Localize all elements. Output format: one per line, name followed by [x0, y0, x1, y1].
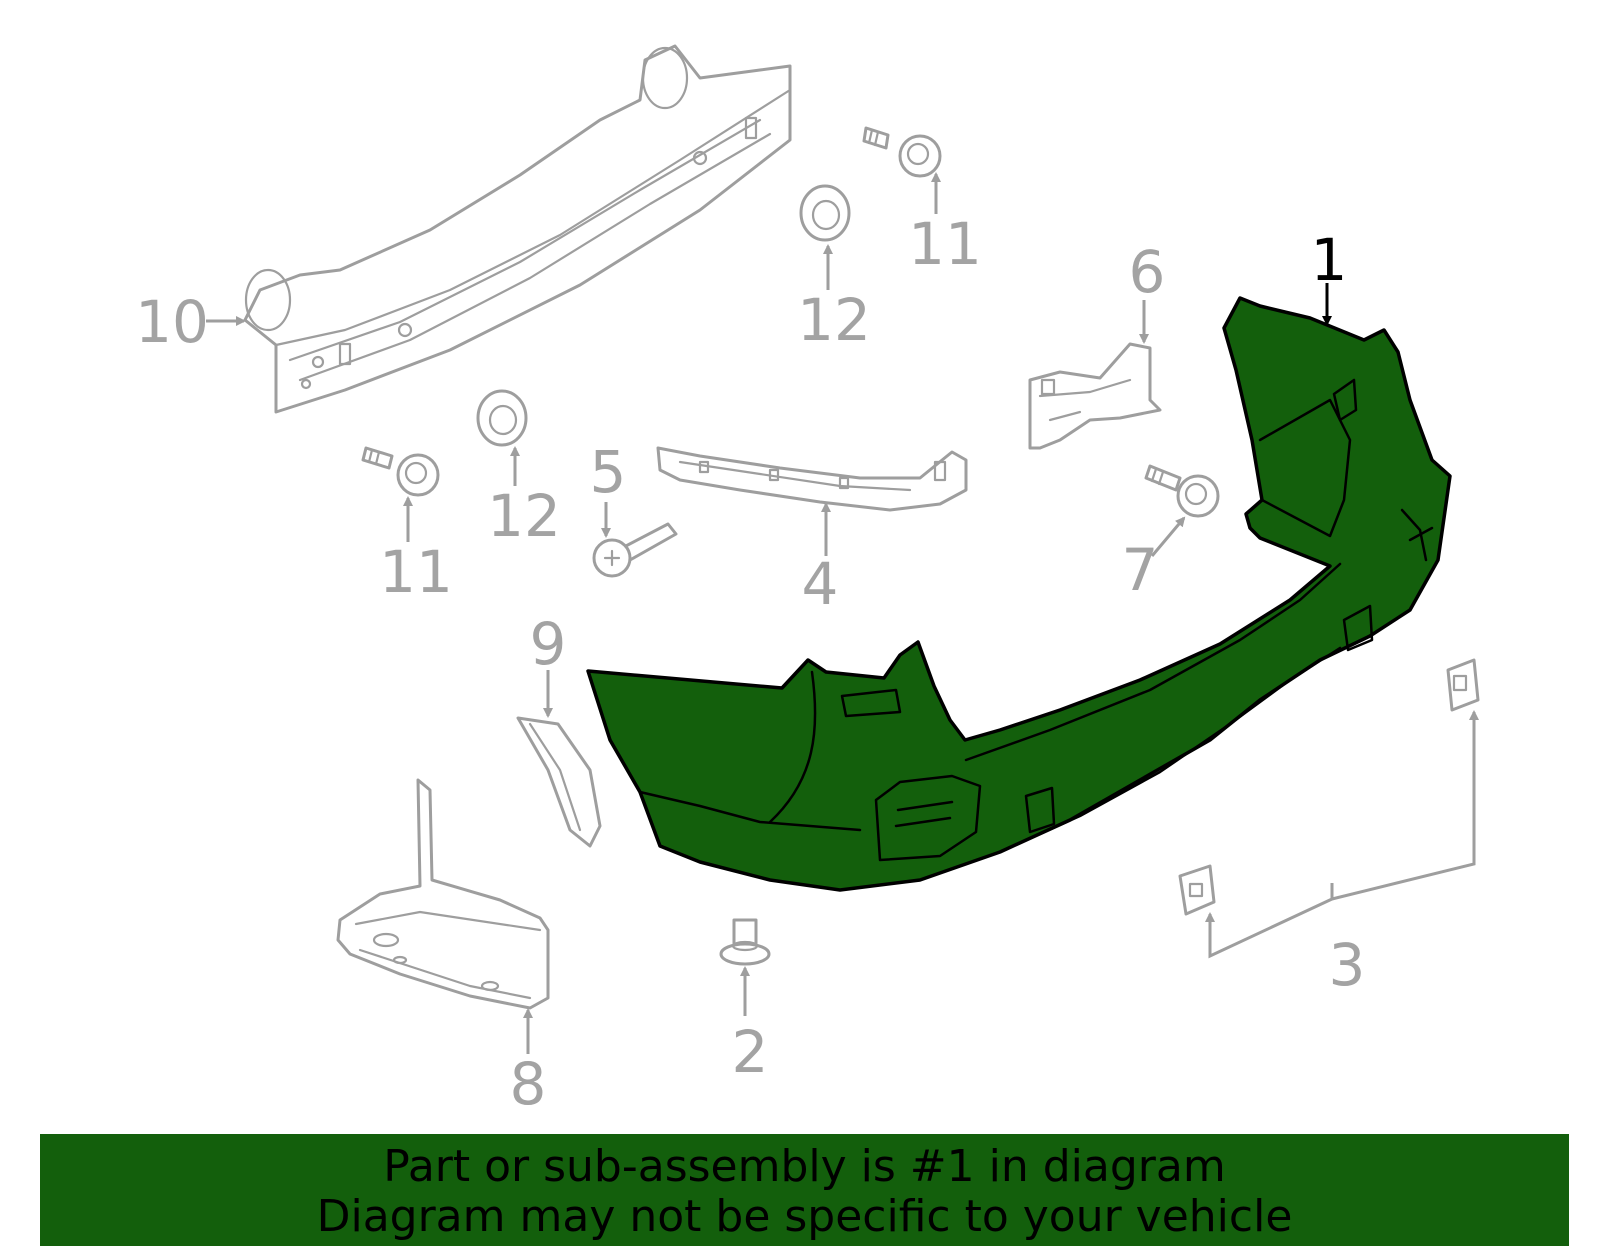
callout-10: 10 [135, 288, 209, 356]
callout-4: 4 [802, 550, 839, 618]
nut-middle [476, 389, 528, 447]
callout-8: 8 [510, 1050, 547, 1118]
sensor-brackets [1178, 658, 1480, 916]
callout-6: 6 [1129, 238, 1166, 306]
push-pin-fastener [592, 522, 678, 578]
retainer-clip [719, 918, 771, 966]
callout-7: 7 [1122, 536, 1159, 604]
callout-12-middle: 12 [487, 482, 561, 550]
reinforcement-beam [243, 44, 792, 414]
callout-9: 9 [530, 610, 567, 678]
leader-lines [206, 172, 1479, 1054]
side-bracket [656, 446, 968, 512]
bumper-cover [586, 296, 1452, 892]
nut-top [799, 184, 851, 242]
callout-11-left: 11 [379, 538, 453, 606]
callout-12-top: 12 [797, 286, 871, 354]
bolt-top [862, 126, 942, 178]
bolt-right [1144, 464, 1220, 518]
lower-bracket [336, 778, 550, 1010]
callout-1: 1 [1311, 226, 1348, 294]
info-banner: Part or sub-assembly is #1 in diagram Di… [40, 1134, 1569, 1246]
callout-11-top: 11 [908, 210, 982, 278]
callout-5: 5 [590, 438, 627, 506]
callout-3: 3 [1329, 931, 1366, 999]
corner-bracket [1028, 342, 1162, 450]
banner-line-1: Part or sub-assembly is #1 in diagram [383, 1141, 1226, 1192]
side-trim [516, 716, 602, 848]
banner-line-2: Diagram may not be specific to your vehi… [316, 1191, 1293, 1242]
bolt-left [361, 446, 440, 497]
callout-2: 2 [732, 1018, 769, 1086]
